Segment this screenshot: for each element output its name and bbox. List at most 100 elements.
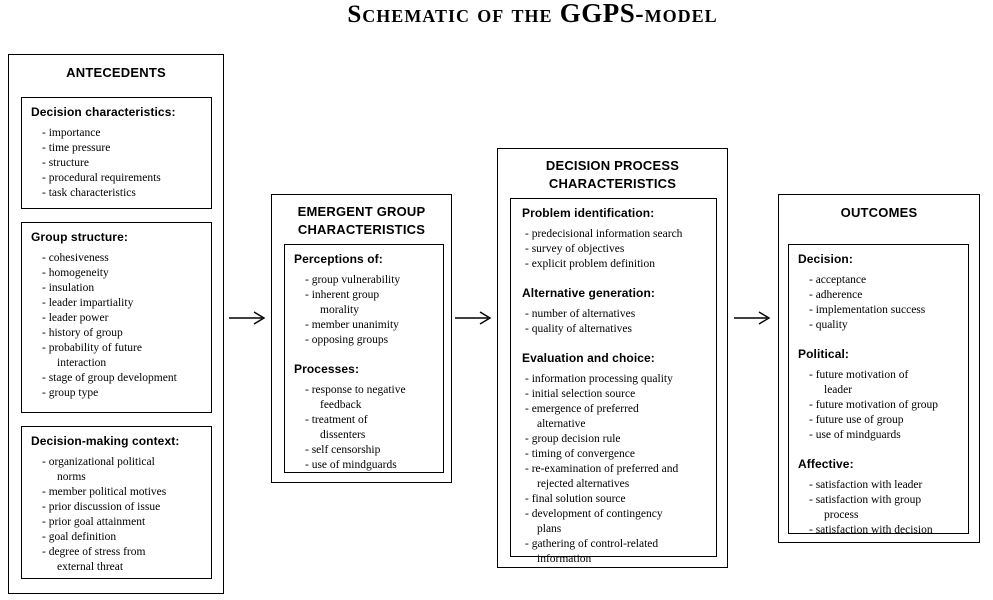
item-list: - cohesiveness - homogeneity - insulatio… xyxy=(30,251,208,401)
list-item: - procedural requirements xyxy=(42,172,161,184)
list-item: - goal definition xyxy=(42,531,117,543)
processes-section: Processes: - response to negative feedba… xyxy=(293,361,440,473)
emergent-group-header: EMERGENT GROUP CHARACTERISTICS xyxy=(297,204,426,237)
list-item: - stage of group development xyxy=(42,372,177,384)
section-heading: Decision: xyxy=(798,252,853,266)
list-item: - use of mindguards xyxy=(809,429,901,441)
decision-process-header: DECISION PROCESS CHARACTERISTICS xyxy=(545,158,680,191)
item-list: - number of alternatives - quality of al… xyxy=(521,307,713,337)
list-item: - number of alternatives xyxy=(525,308,636,320)
list-item: - future motivation of leader xyxy=(809,369,909,396)
list-item: - insulation xyxy=(42,282,95,294)
list-item: - degree of stress from external threat xyxy=(42,546,146,573)
decision-making-context-subbox: Decision-making context: - organizationa… xyxy=(21,426,212,579)
list-item: - importance xyxy=(42,127,101,139)
flow-arrow-icon xyxy=(229,311,266,325)
item-list: - future motivation of leader - future m… xyxy=(797,368,965,443)
section-heading: Perceptions of: xyxy=(294,252,383,266)
list-item: - satisfaction with decision xyxy=(809,524,933,536)
section-heading: Evaluation and choice: xyxy=(522,351,655,365)
flow-arrow-icon xyxy=(734,311,771,325)
item-list: - organizational political norms - membe… xyxy=(30,455,208,575)
list-item: - opposing groups xyxy=(305,334,389,346)
item-list: - satisfaction with leader - satisfactio… xyxy=(797,478,965,538)
decision-outcomes-section: Decision: - acceptance - adherence - imp… xyxy=(797,251,965,333)
list-item: - predecisional information search xyxy=(525,228,683,240)
list-item: - member unanimity xyxy=(305,319,399,331)
list-item: - use of mindguards xyxy=(305,459,397,471)
list-item: - treatment of dissenters xyxy=(305,414,368,441)
affective-outcomes-section: Affective: - satisfaction with leader - … xyxy=(797,456,965,538)
list-item: - self censorship xyxy=(305,444,381,456)
outcomes-box: OUTCOMES Decision: - acceptance - adhere… xyxy=(778,194,980,543)
list-item: - group vulnerability xyxy=(305,274,401,286)
list-item: - cohesiveness xyxy=(42,252,109,264)
section-heading: Group structure: xyxy=(31,230,128,244)
item-list: - group vulnerability - inherent group m… xyxy=(293,273,440,348)
list-item: - timing of convergence xyxy=(525,448,635,460)
section-heading: Affective: xyxy=(798,457,854,471)
list-item: - survey of objectives xyxy=(525,243,625,255)
title-model-suffix: -model xyxy=(635,1,718,28)
decision-process-box: DECISION PROCESS CHARACTERISTICS Problem… xyxy=(497,148,728,568)
section-heading: Problem identification: xyxy=(522,206,655,220)
title-model-acronym: GGPS xyxy=(559,0,636,28)
antecedents-box: ANTECEDENTS Decision characteristics: - … xyxy=(8,54,224,594)
list-item: - satisfaction with group process xyxy=(809,494,922,521)
list-item: - group type xyxy=(42,387,99,399)
section-heading: Decision-making context: xyxy=(31,434,180,448)
list-item: - gathering of control-related informati… xyxy=(525,538,659,565)
list-item: - emergence of preferred alternative xyxy=(525,403,639,430)
item-list: - importance - time pressure - structure… xyxy=(30,126,208,201)
list-item: - future motivation of group xyxy=(809,399,939,411)
item-list: - acceptance - adherence - implementatio… xyxy=(797,273,965,333)
list-item: - explicit problem definition xyxy=(525,258,655,270)
list-item: - re-examination of preferred and reject… xyxy=(525,463,679,490)
item-list: - predecisional information search - sur… xyxy=(521,227,713,272)
list-item: - task characteristics xyxy=(42,187,136,199)
list-item: - implementation success xyxy=(809,304,926,316)
list-item: - development of contingency plans xyxy=(525,508,663,535)
group-structure-subbox: Group structure: - cohesiveness - homoge… xyxy=(21,222,212,413)
title-text: Schematic of the xyxy=(347,1,560,28)
decision-characteristics-subbox: Decision characteristics: - importance -… xyxy=(21,97,212,209)
section-heading: Alternative generation: xyxy=(522,286,655,300)
evaluation-choice-section: Evaluation and choice: - information pro… xyxy=(521,350,713,567)
list-item: - adherence xyxy=(809,289,863,301)
outcomes-header: OUTCOMES xyxy=(840,205,918,220)
list-item: - time pressure xyxy=(42,142,111,154)
list-item: - member political motives xyxy=(42,486,167,498)
list-item: - structure xyxy=(42,157,89,169)
list-item: - probability of future interaction xyxy=(42,342,142,369)
emergent-group-panel: Perceptions of: - group vulnerability - … xyxy=(284,244,444,473)
list-item: - initial selection source xyxy=(525,388,636,400)
flow-arrow-icon xyxy=(455,311,492,325)
list-item: - response to negative feedback xyxy=(305,384,406,411)
section-heading: Decision characteristics: xyxy=(31,105,176,119)
list-item: - organizational political norms xyxy=(42,456,155,483)
list-item: - prior discussion of issue xyxy=(42,501,161,513)
list-item: - final solution source xyxy=(525,493,626,505)
alternative-generation-section: Alternative generation: - number of alte… xyxy=(521,285,713,337)
list-item: - leader impartiality xyxy=(42,297,134,309)
item-list: - information processing quality - initi… xyxy=(521,372,713,567)
emergent-group-box: EMERGENT GROUP CHARACTERISTICS Perceptio… xyxy=(271,194,452,483)
problem-identification-section: Problem identification: - predecisional … xyxy=(521,205,713,272)
list-item: - satisfaction with leader xyxy=(809,479,923,491)
page-title: Schematic of the GGPS-model xyxy=(72,0,993,29)
decision-process-panel: Problem identification: - predecisional … xyxy=(510,198,717,565)
list-item: - information processing quality xyxy=(525,373,673,385)
list-item: - prior goal attainment xyxy=(42,516,146,528)
section-heading: Political: xyxy=(798,347,850,361)
list-item: - acceptance xyxy=(809,274,867,286)
perceptions-section: Perceptions of: - group vulnerability - … xyxy=(293,251,440,348)
list-item: - group decision rule xyxy=(525,433,621,445)
outcomes-panel: Decision: - acceptance - adherence - imp… xyxy=(788,244,969,536)
list-item: - quality xyxy=(809,319,848,331)
list-item: - history of group xyxy=(42,327,123,339)
list-item: - quality of alternatives xyxy=(525,323,632,335)
list-item: - inherent group morality xyxy=(305,289,380,316)
item-list: - response to negative feedback - treatm… xyxy=(293,383,440,473)
list-item: - homogeneity xyxy=(42,267,109,279)
